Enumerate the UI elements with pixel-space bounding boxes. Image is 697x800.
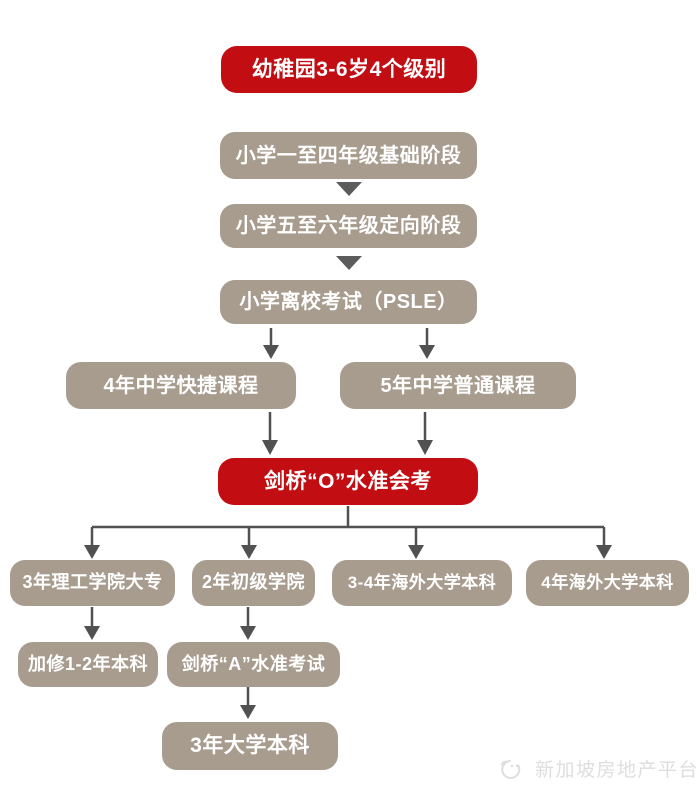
node-kindergarten: 幼稚园3-6岁4个级别 xyxy=(221,46,477,93)
arrow-down-icon xyxy=(596,545,612,559)
node-primary-1-4: 小学一至四年级基础阶段 xyxy=(220,132,477,179)
arrow-down-icon xyxy=(240,705,256,719)
arrow-down-icon xyxy=(419,345,435,359)
arrow-down-icon xyxy=(417,440,433,455)
node-polytechnic: 3年理工学院大专 xyxy=(10,560,175,606)
watermark-text: 新加坡房地产平台 xyxy=(535,759,697,781)
arrow-down-icon xyxy=(336,256,362,270)
node-secondary-express: 4年中学快捷课程 xyxy=(66,362,296,409)
node-primary-5-6: 小学五至六年级定向阶段 xyxy=(220,204,477,248)
arrow-down-icon xyxy=(84,545,100,559)
node-a-level: 剑桥“A”水准考试 xyxy=(167,642,340,687)
arrow-down-icon xyxy=(408,545,424,559)
node-secondary-normal: 5年中学普通课程 xyxy=(340,362,576,409)
arrow-down-icon xyxy=(84,626,100,640)
node-junior-college: 2年初级学院 xyxy=(192,560,315,606)
bird-logo-icon xyxy=(501,760,521,779)
node-overseas-3-4: 3-4年海外大学本科 xyxy=(332,560,512,606)
node-topup-degree: 加修1-2年本科 xyxy=(18,642,158,687)
arrow-down-icon xyxy=(241,545,257,559)
node-overseas-4: 4年海外大学本科 xyxy=(526,560,689,606)
watermark: 新加坡房地产平台 xyxy=(498,752,697,784)
arrow-down-icon xyxy=(262,440,278,455)
arrow-down-icon xyxy=(336,182,362,196)
node-university-3: 3年大学本科 xyxy=(162,722,338,770)
arrow-down-icon xyxy=(263,345,279,359)
node-o-level: 剑桥“O”水准会考 xyxy=(218,458,478,505)
node-psle: 小学离校考试（PSLE） xyxy=(220,280,477,324)
arrow-down-icon xyxy=(240,626,256,640)
